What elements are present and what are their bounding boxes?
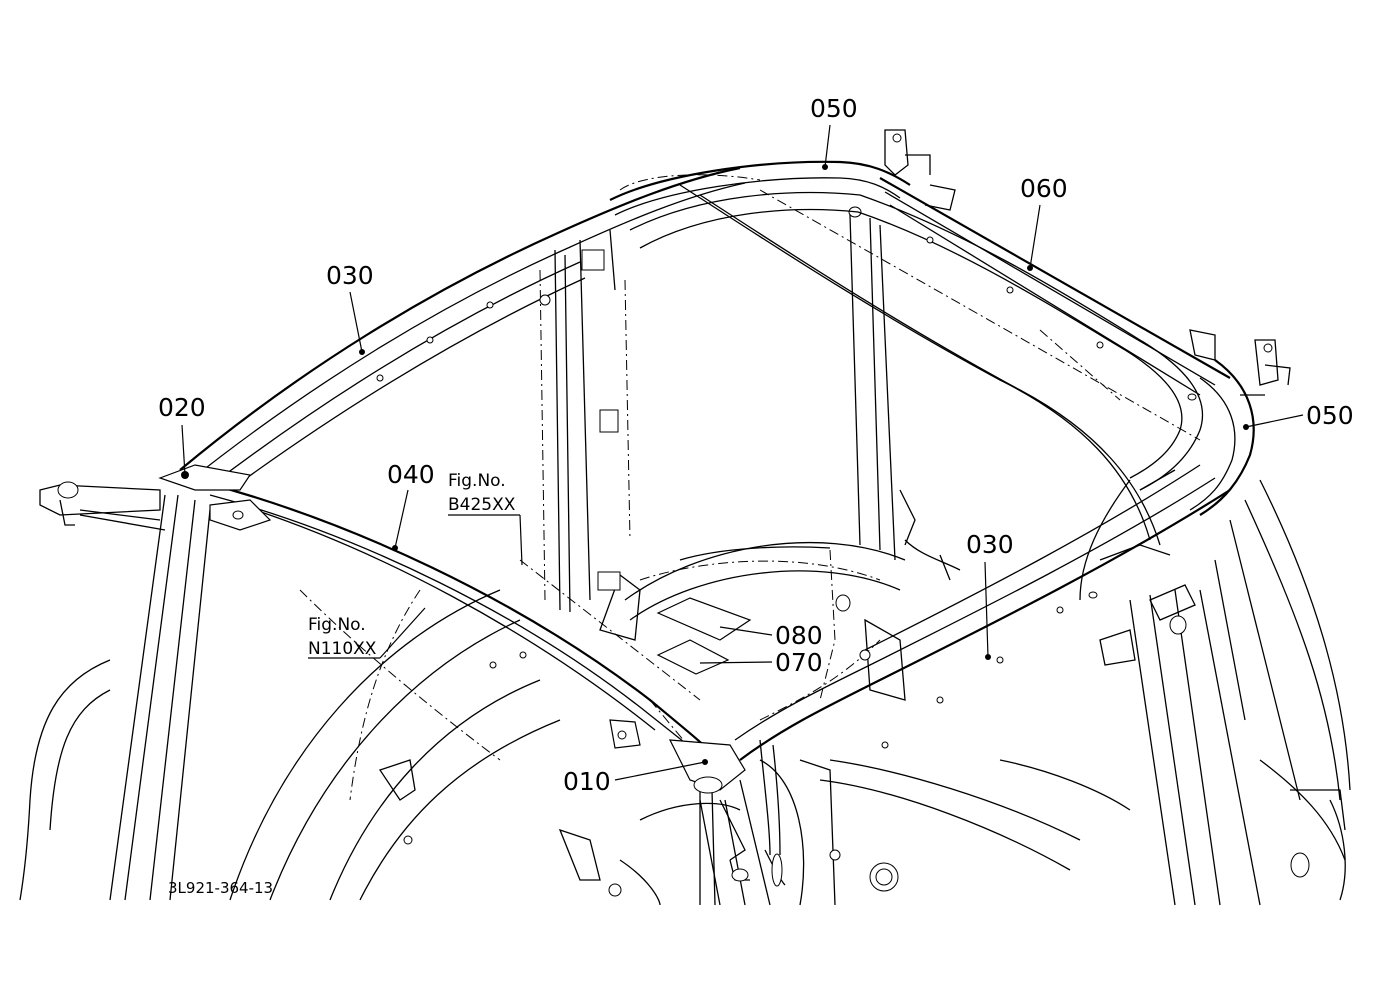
callout-030-right: 030 [966,530,1014,559]
roof-frame-outer [179,160,1255,761]
front-rail [158,464,750,906]
window-pads [656,597,752,675]
callout-070: 070 [775,648,823,677]
callout-020: 020 [158,393,206,422]
left-structure [19,481,211,901]
callout-010: 010 [563,767,611,796]
hidden-structure-lines [299,174,1201,801]
right-post [1099,479,1351,906]
leader-lines [181,124,1304,781]
fig-ref-n-label: Fig.No. [308,615,366,635]
figure-references: Fig.No. B425XX Fig.No. N110XX [308,471,516,659]
callout-040: 040 [387,460,435,489]
callout-080: 080 [775,621,823,650]
callout-050-top: 050 [810,94,858,123]
callout-labels: 050 060 050 030 020 040 030 080 070 010 [158,94,1354,796]
pad-080 [656,597,752,641]
fig-ref-n-code: N110XX [308,639,377,659]
roof-brackets [884,129,1291,396]
fig-ref-b-label: Fig.No. [448,471,506,491]
callout-030-left: 030 [326,261,374,290]
front-lower-structure [229,589,1131,906]
pad-070 [656,639,730,675]
drawing-code: 3L921-364-13 [168,879,273,897]
callout-060: 060 [1020,174,1068,203]
fig-ref-b-code: B425XX [448,495,516,515]
callout-050-right: 050 [1306,401,1354,430]
rear-frame [554,206,961,641]
